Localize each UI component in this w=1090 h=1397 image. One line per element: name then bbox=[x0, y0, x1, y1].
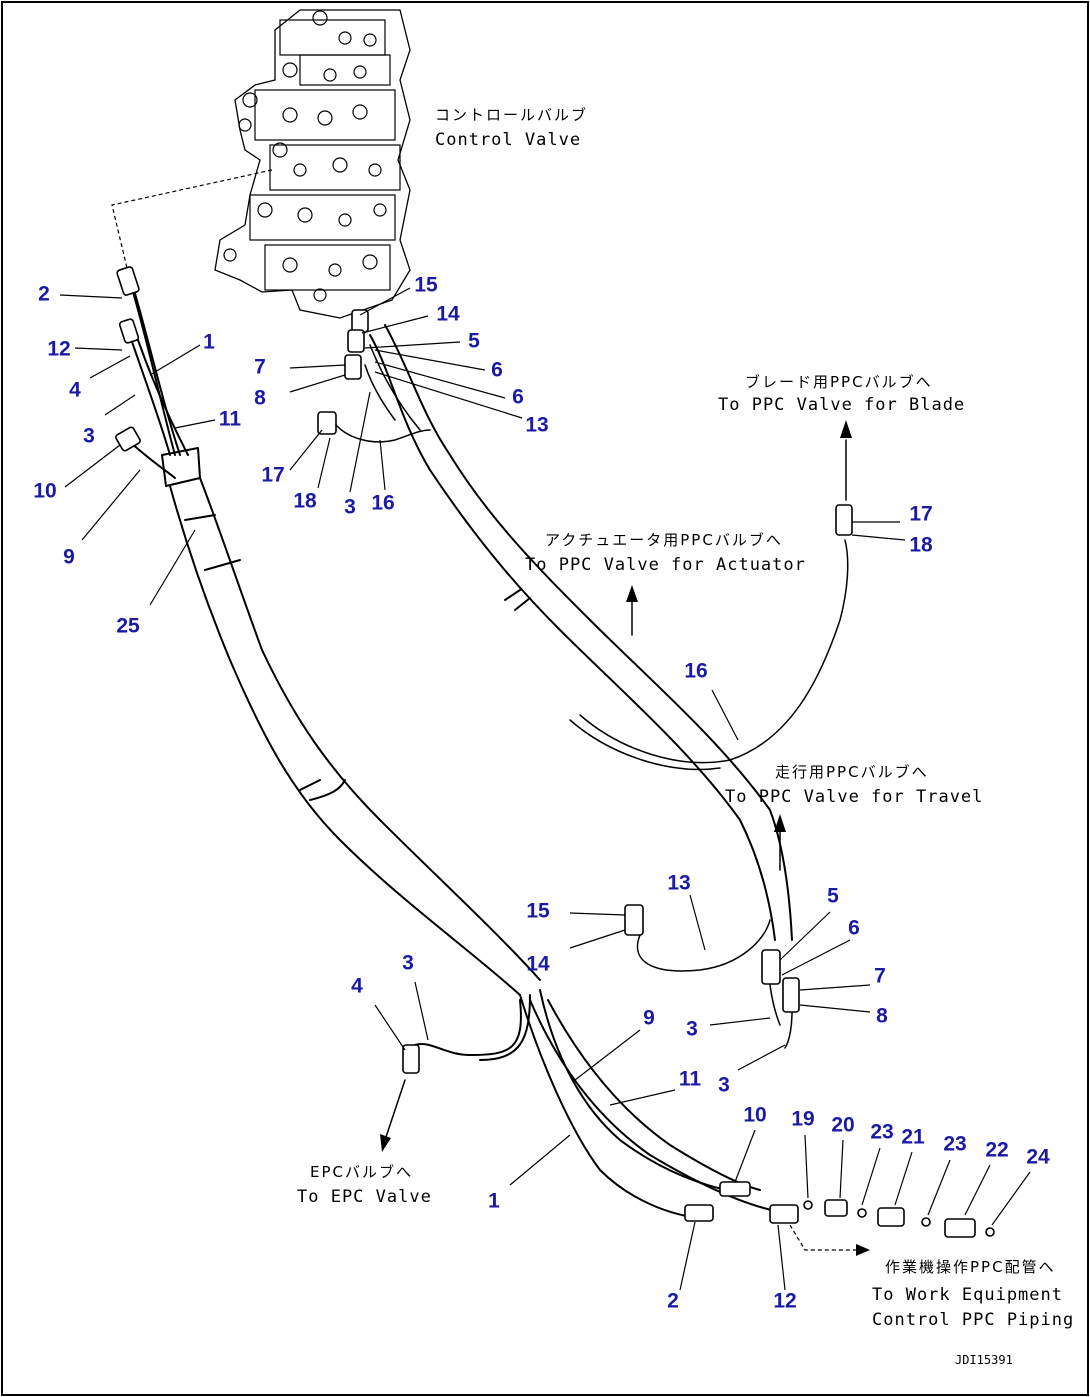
reference-dashed-line bbox=[111, 169, 273, 273]
callout-25: 25 bbox=[116, 615, 140, 638]
callout-24: 24 bbox=[1026, 1146, 1050, 1169]
callout-19: 19 bbox=[791, 1108, 814, 1131]
work-equipment-label-2: Control PPC Piping bbox=[872, 1310, 1074, 1330]
callout-16: 16 bbox=[684, 660, 707, 683]
lower-hose-bundle bbox=[402, 989, 799, 1224]
control-valve-label: Control Valve bbox=[435, 130, 581, 150]
drawing-code: JDI15391 bbox=[955, 1353, 1013, 1367]
callout-8: 8 bbox=[254, 387, 266, 410]
callout-2: 2 bbox=[667, 1290, 679, 1313]
callout-3: 3 bbox=[686, 1018, 698, 1041]
callout-9: 9 bbox=[643, 1007, 655, 1030]
callout-13: 13 bbox=[667, 872, 690, 895]
callout-22: 22 bbox=[985, 1139, 1008, 1162]
callout-18: 18 bbox=[293, 490, 317, 513]
travel-label-jp: 走行用PPCバルブへ bbox=[775, 763, 929, 781]
blade-label: To PPC Valve for Blade bbox=[718, 395, 965, 415]
callout-7: 7 bbox=[254, 356, 266, 379]
callout-13: 13 bbox=[525, 414, 548, 437]
callout-numbers: 2 12 4 3 10 9 1 11 25 15 14 5 6 6 13 7 8… bbox=[33, 274, 1050, 1313]
callout-15: 15 bbox=[414, 274, 438, 297]
callout-3: 3 bbox=[718, 1074, 730, 1097]
right-hose-bundle bbox=[364, 324, 853, 1049]
callout-12: 12 bbox=[773, 1290, 796, 1313]
callout-3: 3 bbox=[344, 496, 356, 519]
epc-label-jp: EPCバルブへ bbox=[310, 1163, 413, 1181]
callout-4: 4 bbox=[351, 975, 363, 998]
callout-11: 11 bbox=[679, 1068, 702, 1091]
direction-arrows bbox=[380, 420, 852, 1152]
blade-label-jp: ブレード用PPCバルブへ bbox=[745, 373, 933, 391]
callout-5: 5 bbox=[827, 885, 839, 908]
callout-1: 1 bbox=[488, 1190, 500, 1213]
leader-lines bbox=[59, 287, 1031, 1291]
callout-5: 5 bbox=[468, 330, 480, 353]
work-equipment-label-1: To Work Equipment bbox=[872, 1285, 1063, 1305]
callout-23: 23 bbox=[870, 1121, 893, 1144]
callout-3: 3 bbox=[83, 425, 95, 448]
callout-18: 18 bbox=[909, 534, 933, 557]
callout-6: 6 bbox=[491, 359, 503, 382]
callout-16: 16 bbox=[371, 492, 394, 515]
callout-20: 20 bbox=[831, 1114, 854, 1137]
callout-15: 15 bbox=[526, 900, 550, 923]
actuator-label-jp: アクチュエータ用PPCバルブへ bbox=[545, 531, 783, 549]
callout-8: 8 bbox=[876, 1005, 888, 1028]
valve-fittings bbox=[317, 309, 431, 443]
actuator-label: To PPC Valve for Actuator bbox=[525, 555, 806, 575]
callout-6: 6 bbox=[512, 386, 524, 409]
callout-2: 2 bbox=[38, 283, 50, 306]
epc-label: To EPC Valve bbox=[297, 1187, 432, 1207]
callout-21: 21 bbox=[901, 1126, 925, 1149]
work-equipment-arrow bbox=[856, 1244, 870, 1256]
callout-6: 6 bbox=[848, 917, 860, 940]
left-hose-bundle bbox=[115, 266, 541, 996]
callout-14: 14 bbox=[526, 953, 550, 976]
work-equipment-dashed bbox=[789, 1224, 860, 1251]
control-valve-illustration bbox=[214, 9, 411, 319]
callout-1: 1 bbox=[203, 331, 215, 354]
callout-9: 9 bbox=[63, 546, 75, 569]
callout-17: 17 bbox=[909, 503, 932, 526]
fitting-series bbox=[803, 1199, 995, 1238]
callout-4: 4 bbox=[69, 379, 81, 402]
callout-14: 14 bbox=[436, 303, 460, 326]
callout-10: 10 bbox=[33, 480, 56, 503]
callout-12: 12 bbox=[47, 338, 70, 361]
work-equipment-label-jp: 作業機操作PPC配管へ bbox=[885, 1258, 1056, 1276]
callout-3: 3 bbox=[402, 952, 414, 975]
callout-17: 17 bbox=[261, 464, 284, 487]
control-valve-label-jp: コントロールバルブ bbox=[435, 106, 588, 124]
travel-label: To PPC Valve for Travel bbox=[725, 787, 983, 807]
callout-10: 10 bbox=[743, 1104, 766, 1127]
callout-23: 23 bbox=[943, 1133, 966, 1156]
callout-11: 11 bbox=[219, 408, 242, 431]
callout-7: 7 bbox=[874, 965, 886, 988]
